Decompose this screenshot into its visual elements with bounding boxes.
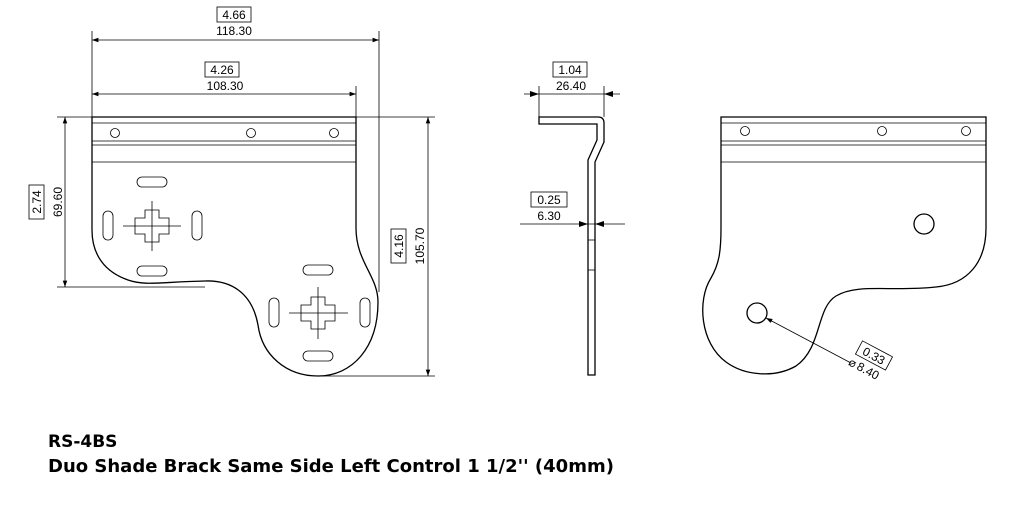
rear-rail-hole-1 (740, 126, 750, 136)
upper-slot-top (136, 176, 168, 188)
side-width-arrow-left (530, 91, 539, 97)
total-height-mm: 105.70 (413, 227, 427, 264)
side-width-in: 1.04 (558, 63, 582, 77)
rear-mount-hole-lower (746, 302, 768, 324)
front-bracket-outline (91, 116, 379, 377)
rear-view: 0.33 ⌀ 8.40 (702, 116, 987, 383)
overall-width-in: 4.66 (222, 8, 246, 22)
lower-slot-right (359, 297, 371, 328)
front-rail-hole-2 (246, 128, 256, 138)
hole-dia-leader (765, 317, 852, 364)
side-width-mm: 26.40 (556, 79, 586, 93)
upper-height-mm: 69.60 (51, 187, 65, 217)
overall-width-in-box (216, 6, 252, 23)
lower-slot-left (268, 297, 280, 328)
upper-height-in: 2.74 (30, 190, 44, 214)
upper-height-in-box (28, 184, 45, 220)
thickness-arrow-right (595, 221, 604, 227)
upper-cross-cutout (134, 209, 170, 243)
side-width-arrow-right (604, 91, 613, 97)
product-description: Duo Shade Brack Same Side Left Control 1… (48, 456, 614, 477)
upper-slot-left (102, 210, 114, 241)
rear-rail-hole-3 (961, 126, 971, 136)
thickness-mm: 6.30 (537, 209, 561, 223)
thickness-arrow-left (579, 221, 588, 227)
thickness-in: 0.25 (537, 193, 561, 207)
side-view: 1.04 26.40 0.25 6.30 (520, 61, 625, 376)
inner-width-mm: 108.30 (207, 79, 244, 93)
hole-dia-in-box (854, 340, 894, 371)
rear-mount-hole-upper (913, 213, 935, 235)
overall-width-mm: 118.30 (216, 24, 252, 38)
front-rail-hole-3 (329, 128, 339, 138)
lower-cross-cutout (300, 296, 336, 330)
rear-bracket-outline (702, 116, 987, 375)
inner-width-in-box (204, 61, 240, 78)
lower-slot-bottom (302, 350, 334, 362)
rear-rail-hole-2 (877, 126, 887, 136)
side-width-in-box (552, 61, 588, 78)
model-number: RS-4BS (48, 432, 118, 452)
upper-slot-bottom (136, 265, 168, 277)
total-height-in-box (390, 228, 407, 264)
thickness-in-box (530, 191, 568, 208)
total-height-in: 4.16 (392, 234, 406, 258)
front-view: 4.66 118.30 4.26 108.30 2.74 69.60 4.16 … (28, 6, 435, 377)
upper-slot-right (191, 210, 203, 241)
lower-slot-top (302, 264, 334, 276)
side-profile-outline (538, 116, 605, 376)
inner-width-in: 4.26 (210, 63, 234, 77)
front-rail-hole-1 (110, 128, 120, 138)
